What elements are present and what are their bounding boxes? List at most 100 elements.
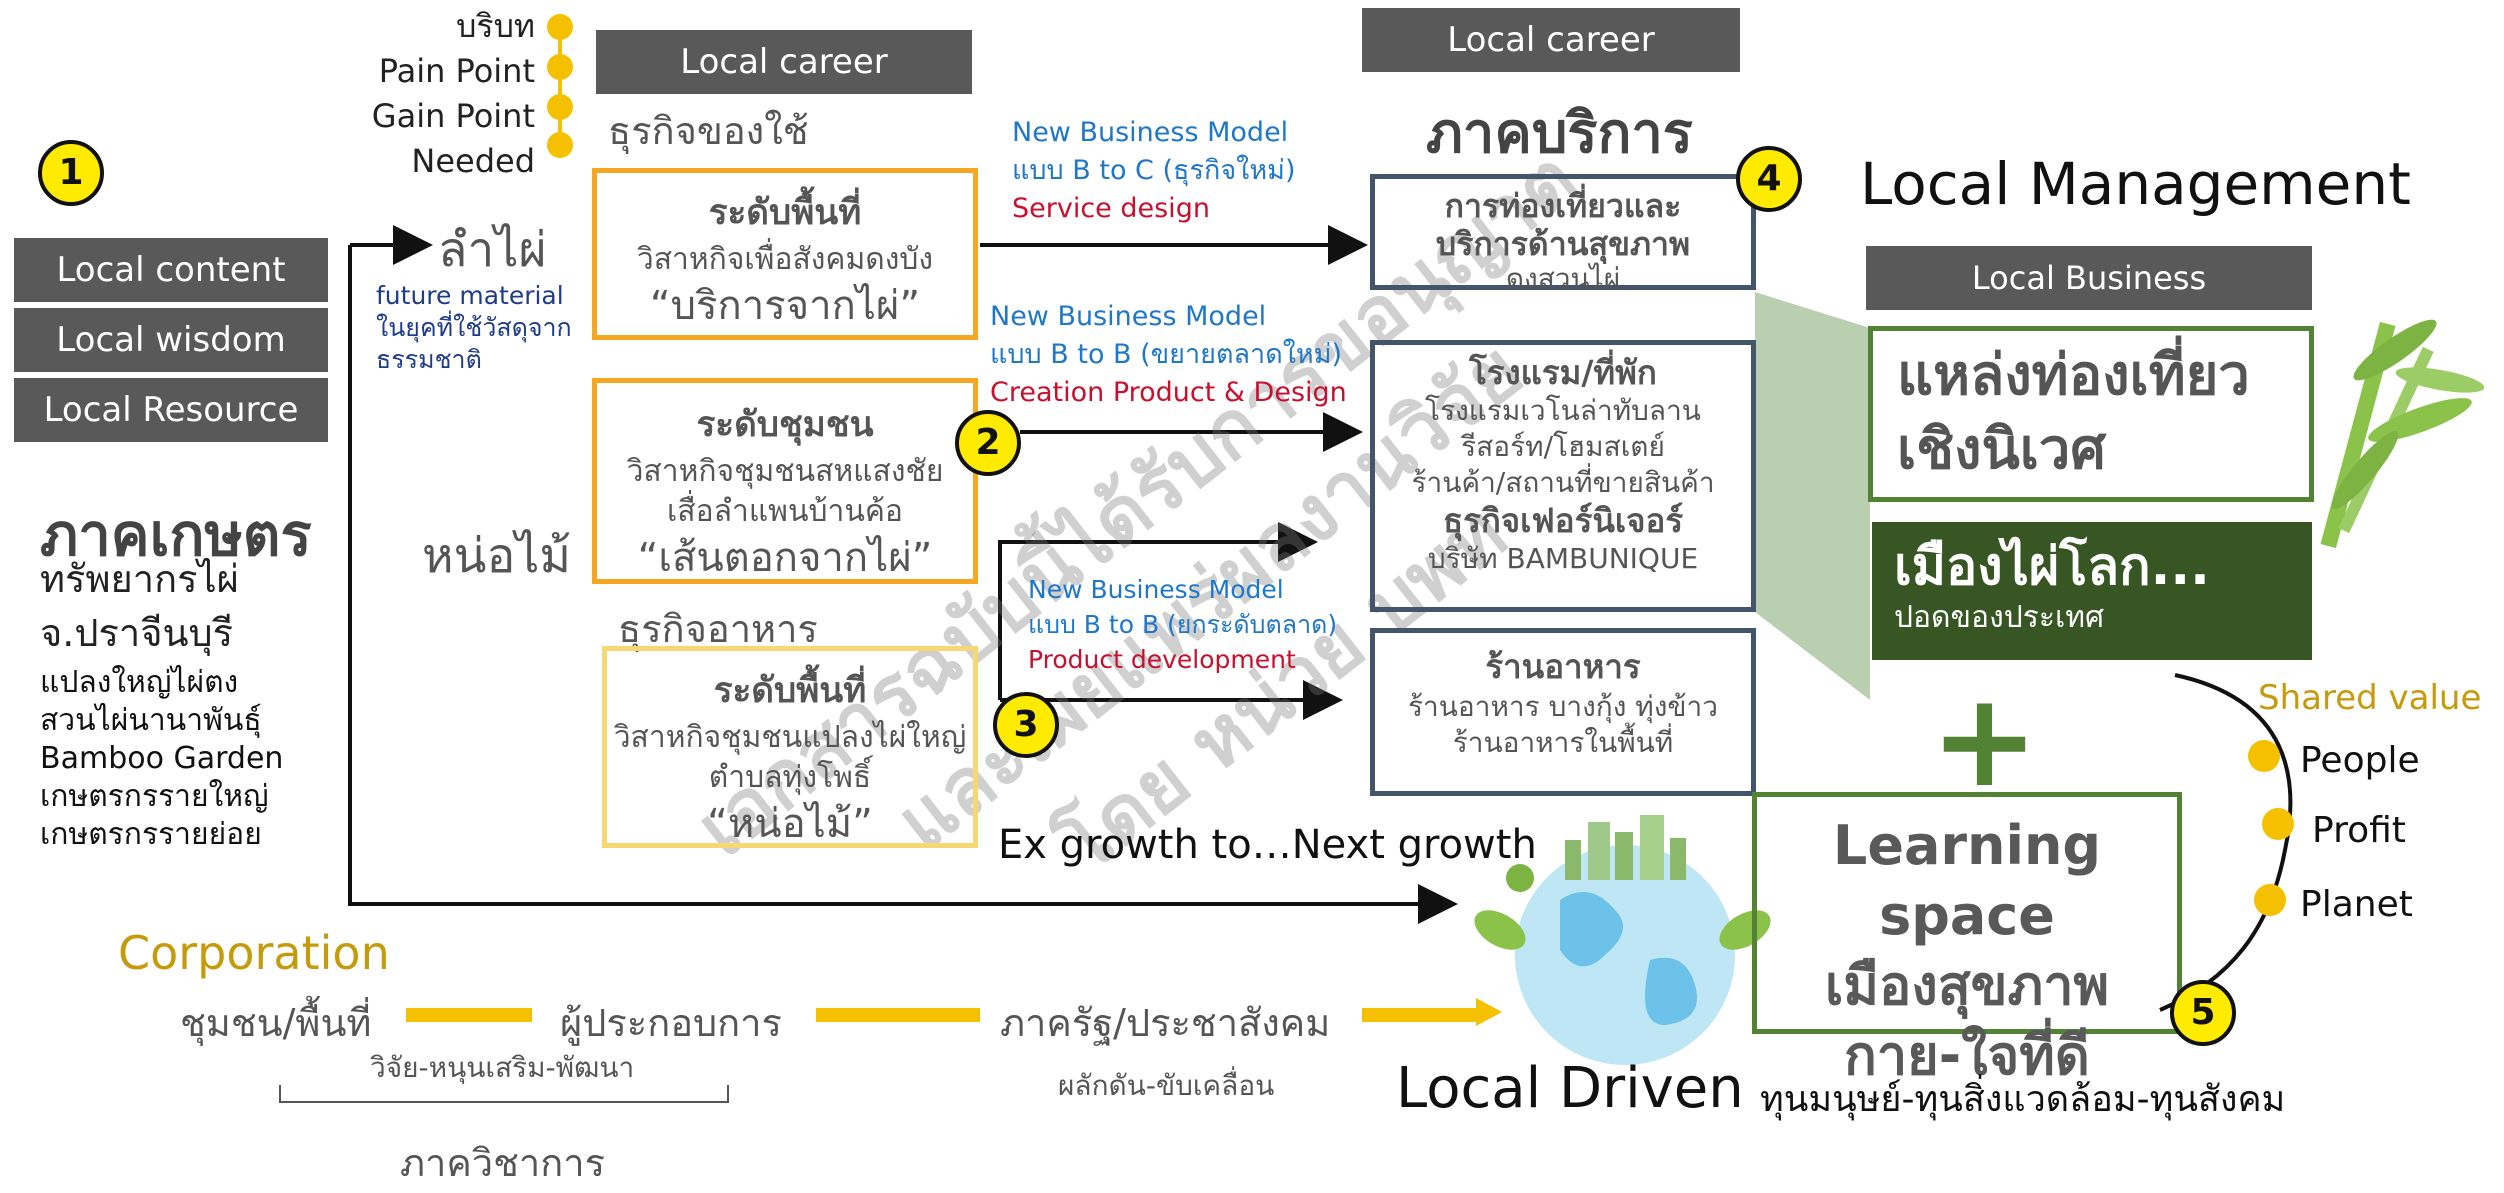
food-label: ธุรกิจอาหาร: [618, 607, 818, 651]
checklist-item: Pain Point: [378, 52, 535, 90]
chain-entrepreneur: ผู้ประกอบการ: [560, 1001, 782, 1045]
local-content-bar: Local content: [14, 238, 328, 302]
service-heading: ร้านอาหาร: [1485, 647, 1641, 686]
chain-arrow-head: [1476, 998, 1502, 1026]
agri-line: จ.ปราจีนบุรี: [40, 611, 233, 655]
service-sub: โรงแรมเวโนล่าทับลาน: [1425, 394, 1701, 427]
box-heading: ระดับพื้นที่: [713, 671, 867, 711]
model-1: New Business Model แบบ B to C (ธุรกิจใหม…: [1012, 114, 1296, 228]
goods-label: ธุรกิจของใช้: [608, 109, 809, 153]
local-resource-bar: Local Resource: [14, 378, 328, 442]
corporation-label: Corporation: [118, 926, 390, 980]
service-sub: ร้านอาหารในพื้นที่: [1452, 726, 1674, 759]
service-heading: ธุรกิจเฟอร์นิเจอร์: [1442, 501, 1684, 540]
value-planet: Planet: [2300, 884, 2413, 925]
agri-item: เกษตรกรรายใหญ่: [40, 779, 269, 814]
service-title: ภาคบริการ: [1426, 101, 1693, 166]
service-heading: บริการด้านสุขภาพ: [1435, 225, 1691, 263]
agri-title: ภาคเกษตร: [40, 501, 312, 569]
service-heading: โรงแรม/ที่พัก: [1469, 353, 1657, 392]
learning-space-box: Learning space เมืองสุขภาพ กาย-ใจที่ดี: [1752, 792, 2182, 1087]
agri-item: Bamboo Garden: [40, 741, 284, 776]
marker-2: 2: [955, 410, 1021, 476]
bamboo-note-line: future material: [376, 281, 564, 310]
box-quote: “บริการจากไผ่”: [649, 283, 921, 329]
marker-1: 1: [38, 140, 104, 206]
checklist-dot: [547, 14, 573, 40]
local-career-header-2: Local career: [1362, 8, 1740, 72]
bamboo-label: ลำไผ่: [438, 222, 547, 278]
funnel-shape: [1755, 292, 1870, 700]
checklist-item: บริบท: [456, 7, 535, 45]
box-community: ระดับชุมชน วิสาหกิจชุมชนสหแสงชัย เสื่อลำ…: [592, 378, 978, 584]
model-focus: Service design: [1012, 193, 1210, 224]
service-sub: บริษัท BAMBUNIQUE: [1427, 542, 1699, 575]
model-type: แบบ B to B (ขยายตลาดใหม่): [990, 339, 1343, 370]
chain-connector: [1362, 1008, 1480, 1022]
service-box-restaurant: ร้านอาหาร ร้านอาหาร บางกุ้ง ทุ่งข้าว ร้า…: [1370, 628, 1756, 796]
model-focus: Product development: [1028, 645, 1296, 674]
learning-line: Learning space: [1832, 814, 2102, 947]
checklist-dot: [547, 54, 573, 80]
model-type: แบบ B to B (ยกระดับตลาด): [1028, 610, 1338, 639]
academic-label: ภาควิชาการ: [400, 1141, 606, 1185]
chain-community: ชุมชน/พื้นที่: [180, 1001, 372, 1045]
box-quote: “เส้นตอกจากไผ่”: [637, 535, 933, 581]
value-dot: [2248, 740, 2280, 772]
model-type: แบบ B to C (ธุรกิจใหม่): [1012, 155, 1296, 186]
value-dot: [2262, 808, 2294, 840]
bamboo-note: future material ในยุคที่ใช้วัสดุจาก ธรรม…: [376, 280, 572, 376]
marker-5: 5: [2170, 980, 2236, 1046]
research-sub: วิจัย-หนุนเสริม-พัฒนา: [370, 1051, 635, 1084]
box-heading: ระดับชุมชน: [696, 405, 874, 445]
arrow-box3-up: [998, 522, 1318, 700]
ex-growth-text: Ex growth to…Next growth: [998, 822, 1537, 868]
agri-item: แปลงใหญ่ไผ่ตง: [40, 665, 239, 700]
model-3: New Business Model แบบ B to B (ยกระดับตล…: [1028, 572, 1337, 677]
shoot-label: หน่อไม้: [422, 528, 572, 584]
marker-4: 4: [1736, 146, 1802, 212]
learning-line: เมืองสุขภาพ: [1824, 954, 2110, 1017]
ecotourism-line: เชิงนิเวศ: [1897, 417, 2106, 482]
checklist-dot: [547, 132, 573, 158]
box-sub: วิสาหกิจชุมชนแปลงไผ่ใหญ่: [613, 720, 967, 755]
bamboo-city-sub: ปอดของประเทศ: [1894, 600, 2105, 635]
marker-3: 3: [993, 692, 1059, 758]
ecotourism-line: แหล่งท่องเที่ยว: [1897, 343, 2250, 408]
local-career-header: Local career: [596, 30, 972, 94]
model-title: New Business Model: [990, 301, 1267, 332]
box-sub: วิสาหกิจเพื่อสังคมดงบัง: [636, 242, 934, 277]
learning-line: กาย-ใจที่ดี: [1844, 1024, 2090, 1087]
agri-lines: ทรัพยากรไผ่ จ.ปราจีนบุรี: [40, 552, 239, 660]
service-heading: การท่องเที่ยวและ: [1444, 187, 1682, 225]
box-food: ระดับพื้นที่ วิสาหกิจชุมชนแปลงไผ่ใหญ่ ตำ…: [602, 646, 978, 848]
chain-government: ภาครัฐ/ประชาสังคม: [1000, 1001, 1331, 1045]
model-2: New Business Model แบบ B to B (ขยายตลาดใ…: [990, 298, 1347, 412]
agri-items: แปลงใหญ่ไผ่ตง สวนไผ่นานาพันธุ์ Bamboo Ga…: [40, 664, 283, 854]
checklist-item: Gain Point: [371, 97, 535, 135]
main-flow-arrow: [348, 245, 1458, 924]
agri-item: สวนไผ่นานาพันธุ์: [40, 703, 262, 738]
agri-item: เกษตรกรรายย่อย: [40, 817, 262, 852]
ecotourism-box: แหล่งท่องเที่ยว เชิงนิเวศ: [1868, 326, 2314, 502]
box-sub: วิสาหกิจชุมชนสหแสงชัย: [626, 454, 944, 489]
service-box-tourism: การท่องเที่ยวและ บริการด้านสุขภาพ ดงสวนไ…: [1370, 174, 1756, 295]
service-sub: ดงสวนไผ่: [1505, 262, 1621, 295]
service-sub: ร้านอาหาร บางกุ้ง ทุ่งข้าว: [1408, 690, 1718, 723]
value-people: People: [2300, 740, 2420, 781]
shared-value-curve: [2159, 673, 2293, 1012]
bamboo-note-line: ธรรมชาติ: [376, 345, 482, 374]
academic-brace: [279, 1085, 729, 1103]
local-wisdom-bar: Local wisdom: [14, 308, 328, 372]
bamboo-city-title: เมืองไผ่โลก...: [1894, 537, 2210, 597]
model-focus: Creation Product & Design: [990, 377, 1347, 408]
value-profit: Profit: [2312, 810, 2406, 851]
value-dot: [2254, 884, 2286, 916]
agri-line: ทรัพยากรไผ่: [40, 557, 239, 601]
service-sub: รีสอร์ท/โฮมสเตย์: [1461, 430, 1665, 463]
local-business-bar: Local Business: [1866, 246, 2312, 310]
box-area-service: ระดับพื้นที่ วิสาหกิจเพื่อสังคมดงบัง “บร…: [592, 168, 978, 340]
chain-connector: [406, 1008, 532, 1022]
local-driven-label: Local Driven: [1396, 1056, 1744, 1121]
